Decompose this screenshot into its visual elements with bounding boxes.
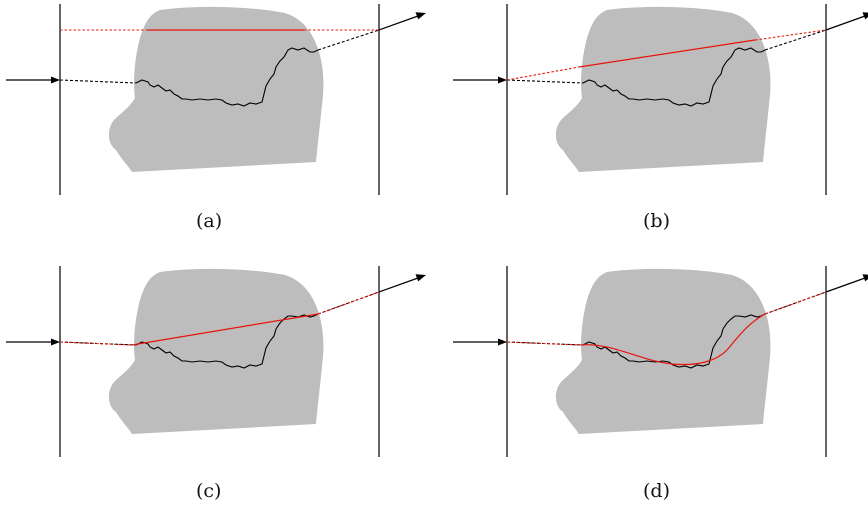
panel-a: (a) <box>0 0 434 253</box>
estimated-path-exit <box>755 30 826 40</box>
panel-c-diagram <box>0 262 434 515</box>
outgoing-beam-arrowhead <box>416 274 427 281</box>
true-path-exit <box>318 30 379 50</box>
caption-d: (d) <box>643 480 670 502</box>
incoming-beam-arrowhead <box>51 77 60 84</box>
outgoing-beam-arrow <box>379 278 418 292</box>
outgoing-beam-arrow <box>826 16 865 30</box>
outgoing-beam-arrow <box>379 16 418 30</box>
panel-b: (b) <box>447 0 868 253</box>
caption-a: (a) <box>196 210 222 232</box>
estimated-path-exit <box>765 292 826 314</box>
outgoing-beam-arrowhead <box>416 12 427 19</box>
head-silhouette <box>109 269 324 434</box>
true-path-entry <box>60 80 136 83</box>
incoming-beam-arrowhead <box>498 77 507 84</box>
panel-c: (c) <box>0 262 434 515</box>
incoming-beam-arrowhead <box>51 339 60 346</box>
caption-c: (c) <box>196 480 221 502</box>
true-path-exit <box>765 30 826 50</box>
caption-b: (b) <box>643 210 670 232</box>
outgoing-beam-arrowhead <box>863 12 868 19</box>
head-silhouette <box>109 7 324 172</box>
estimated-path-entry <box>507 67 579 80</box>
outgoing-beam-arrow <box>826 278 865 292</box>
panel-d-diagram <box>447 262 868 515</box>
head-silhouette <box>556 7 771 172</box>
outgoing-beam-arrowhead <box>863 274 868 281</box>
head-silhouette <box>556 269 771 434</box>
panel-d: (d) <box>447 262 868 515</box>
estimated-path-exit <box>318 292 379 314</box>
incoming-beam-arrowhead <box>498 339 507 346</box>
true-path-entry <box>507 80 583 83</box>
